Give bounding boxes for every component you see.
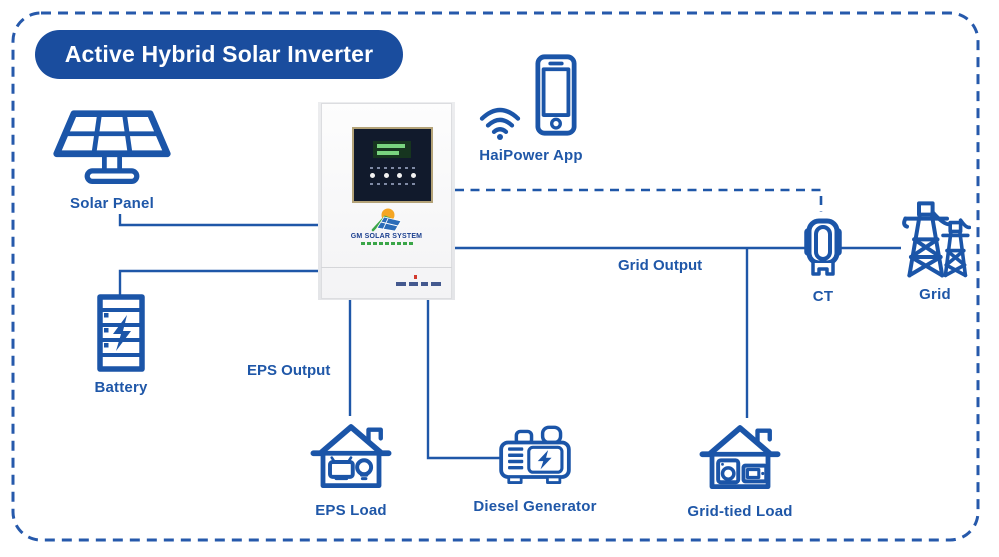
inverter-logo-tagline [360,242,413,245]
ct-label: CT [812,288,834,305]
node-ct: CT [803,216,843,305]
battery-to-inverter-line [118,269,318,296]
inverter-body: GM SOLAR SYSTEM [321,103,452,299]
inverter-display-panel [352,127,433,203]
page-title: Active Hybrid Solar Inverter [64,41,374,67]
grid-output-label: Grid Output [618,257,703,274]
cert-mark [431,282,441,286]
inverter-brand-logo: GM SOLAR SYSTEM [321,206,452,245]
node-solar-panel: Solar Panel [42,108,182,212]
inverter-brand-text: GM SOLAR SYSTEM [350,233,423,240]
inverter-seam-line [321,267,452,268]
node-grid: Grid [897,200,973,303]
inverter-button [383,173,389,178]
inverter-button [397,173,403,178]
battery-icon [97,294,145,372]
inverter-device: GM SOLAR SYSTEM [318,102,455,300]
lcd-text-line [377,144,405,148]
cert-red-mark [414,275,417,279]
haipower-app-label: HaiPower App [479,147,583,164]
grid-label: Grid [919,286,951,303]
eps-output-label: EPS Output [247,362,331,379]
inverter-button [410,173,416,178]
cert-mark [409,282,418,286]
inverter-buttons [370,173,416,178]
generator-icon [499,425,571,484]
inverter-to-ct-wireless-dashed-line [455,188,823,212]
diesel-generator-label: Diesel Generator [473,498,597,515]
solar-panel-label: Solar Panel [70,195,154,212]
display-caption-row [370,183,416,185]
solar-to-inverter-line [118,214,318,227]
solar-panel-icon [53,110,171,185]
smartphone-icon [535,54,577,136]
house-appliances-icon [699,425,781,490]
inverter-lcd-icon [373,141,411,158]
node-battery: Battery [86,294,156,396]
node-eps-load: EPS Load [308,415,394,519]
current-transformer-icon [804,218,842,276]
cert-mark [396,282,406,286]
certification-marks [396,275,444,289]
battery-label: Battery [94,379,148,396]
grid-tied-load-label: Grid-tied Load [687,503,793,520]
node-haipower-app: HaiPower App [475,52,587,164]
eps-load-label: EPS Load [315,502,387,519]
brand-sun-panel-icon [371,208,402,232]
transmission-tower-icon [902,201,971,278]
node-diesel-generator: Diesel Generator [470,424,600,515]
inverter-button [370,173,375,178]
wifi-icon [479,107,521,140]
node-grid-tied-load: Grid-tied Load [675,417,805,520]
haipower-icons [475,52,587,140]
house-tv-bulb-icon [310,424,392,489]
title-banner: Active Hybrid Solar Inverter [35,30,403,79]
display-caption-row [370,167,416,169]
lcd-text-line [377,151,399,155]
cert-mark [421,282,428,286]
